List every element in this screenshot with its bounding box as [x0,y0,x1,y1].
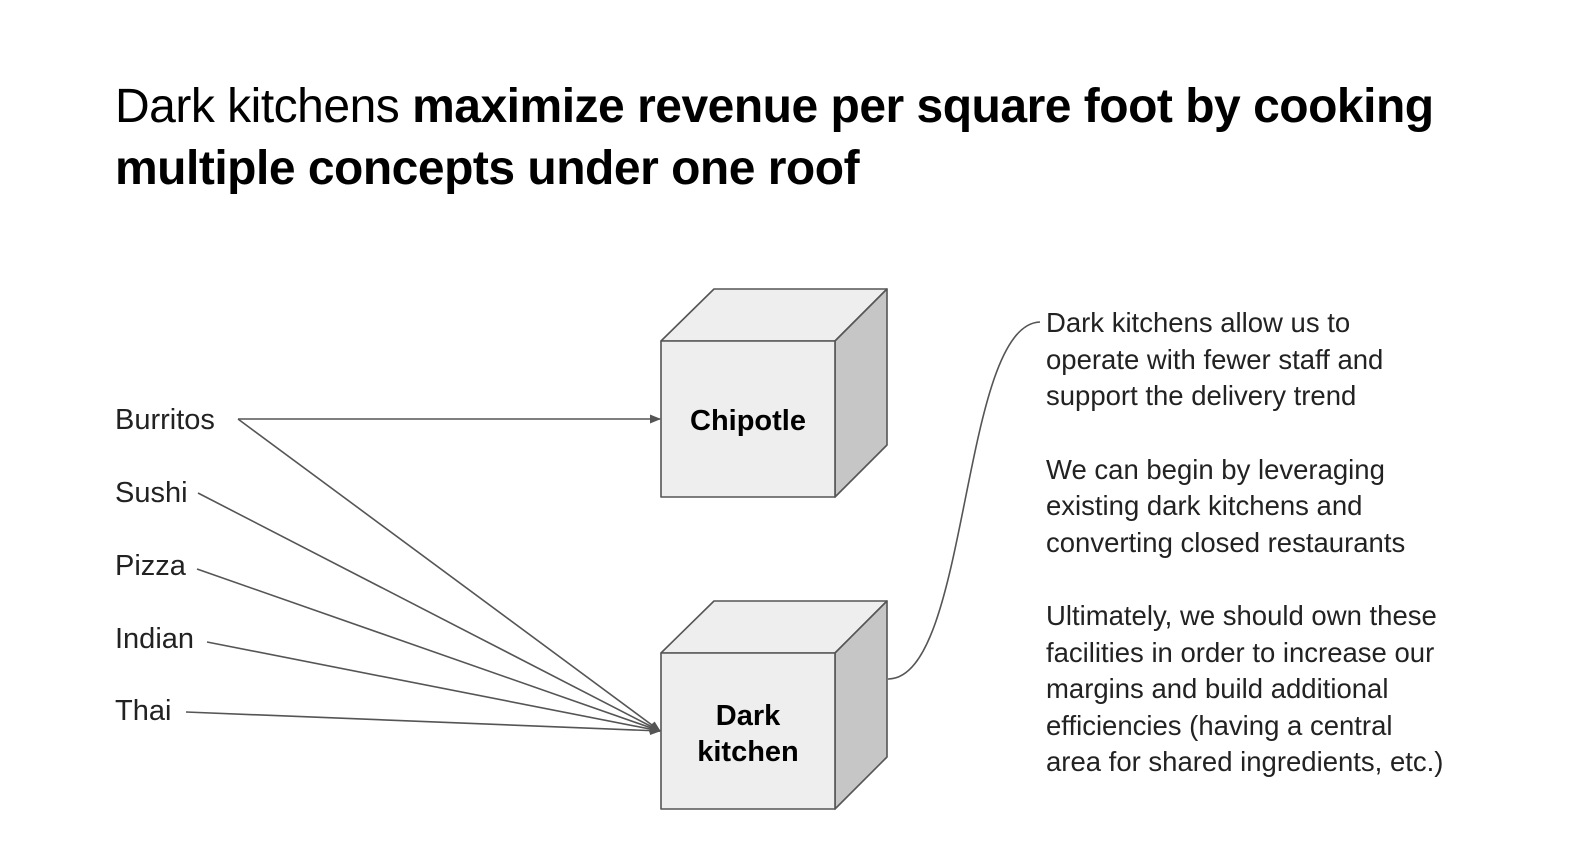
dark-kitchen-label-line-1: Dark [716,700,781,732]
arrow-burritos-to-dark-kitchen [237,418,661,732]
category-pizza: Pizza [115,550,187,582]
dark-kitchen-label-line-2: kitchen [697,736,799,768]
notes-panel: Dark kitchens allow us to operate with f… [1046,305,1566,818]
note-staffing: Dark kitchens allow us to operate with f… [1046,307,1384,411]
arrow-indian-to-dark-kitchen [206,641,662,734]
arrow-thai-to-dark-kitchen [185,711,662,736]
category-burritos: Burritos [115,404,215,436]
note-bracket-curve [887,321,1041,680]
chipotle-cube-front [660,340,836,498]
title-light-part: Dark kitchens [115,80,413,133]
chipotle-label: Chipotle [690,405,806,437]
note-own-facilities: Ultimately, we should own these faciliti… [1046,600,1444,777]
arrow-sushi-to-dark-kitchen [197,492,661,732]
dark-kitchen-cube-front [660,652,836,810]
category-indian: Indian [115,623,194,655]
category-thai: Thai [115,695,171,727]
category-sushi: Sushi [115,477,188,509]
chipotle-cube [660,288,888,498]
arrow-pizza-to-dark-kitchen [196,568,662,732]
dark-kitchen-cube [660,600,888,810]
slide-title: Dark kitchens maximize revenue per squar… [115,76,1495,200]
title-bold-part: maximize revenue per square foot by cook… [115,80,1434,195]
category-labels: Burritos Sushi Pizza Indian Thai [115,404,215,727]
note-leverage-existing: We can begin by leveraging existing dark… [1046,453,1406,558]
connector-lines [185,321,1041,736]
